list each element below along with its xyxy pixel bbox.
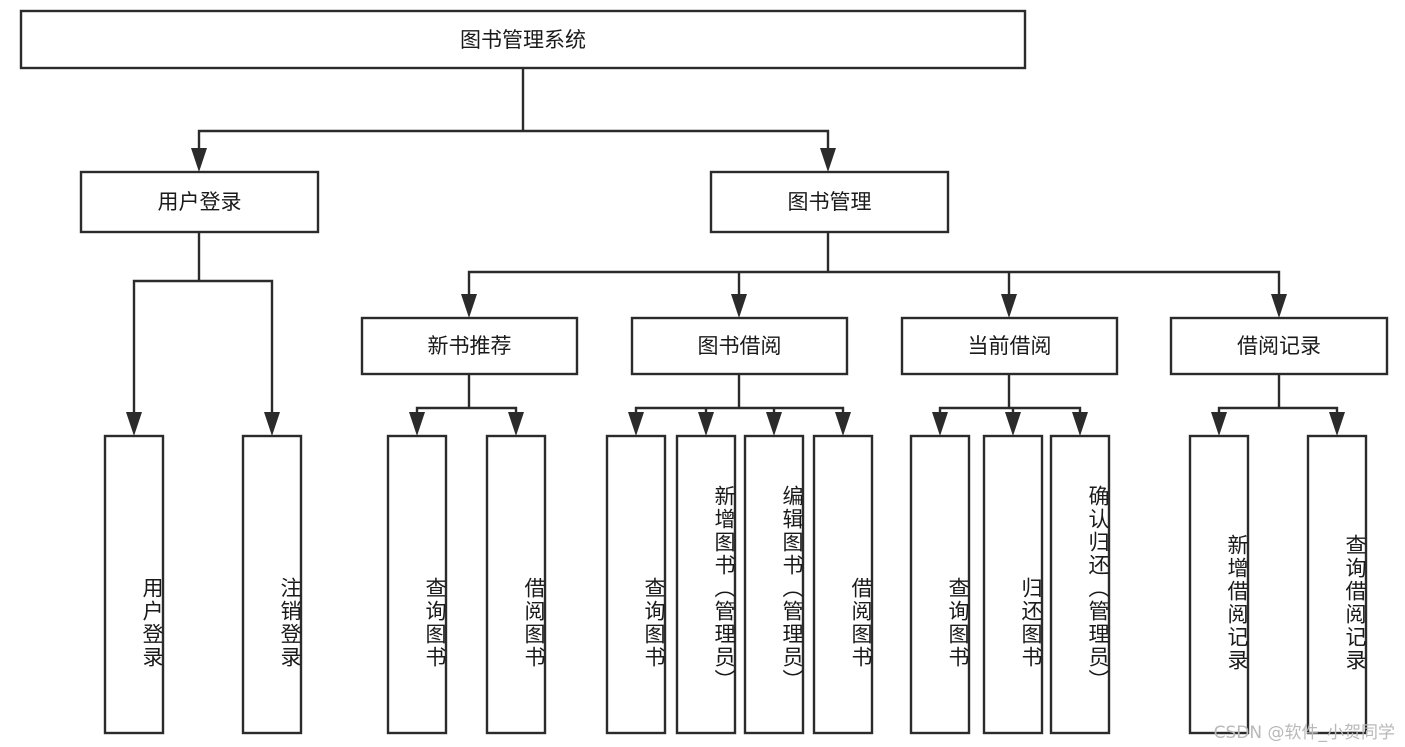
node-book-borrow[interactable]: 图书借阅 bbox=[630, 316, 849, 376]
arrow-head-current-borrow bbox=[1001, 294, 1017, 318]
connector-root-to-level2 bbox=[197, 66, 830, 152]
arrow-head-leaf-user-logout bbox=[264, 412, 280, 436]
node-leaf-confirm-return-box[interactable] bbox=[1049, 434, 1111, 735]
arrow-head-leaf-user-login bbox=[126, 412, 142, 436]
node-new-book-recommend[interactable]: 新书推荐 bbox=[360, 316, 579, 376]
node-leaf-query-book-2-box[interactable] bbox=[605, 434, 667, 735]
connector-newbook-to-leaves bbox=[415, 372, 518, 416]
node-leaf-query-book-3-box[interactable] bbox=[909, 434, 971, 735]
arrow-head-leaf-confirm-return bbox=[1072, 412, 1088, 436]
arrow-head-book-borrow bbox=[731, 294, 747, 318]
connector-currentborrow-to-leaves bbox=[938, 372, 1082, 416]
arrow-head-leaf-add-book bbox=[698, 412, 714, 436]
node-new-book-recommend-label: 新书推荐 bbox=[428, 334, 512, 358]
node-current-borrow-label: 当前借阅 bbox=[968, 334, 1052, 358]
connector-userlogin-to-leaves bbox=[132, 230, 274, 416]
node-leaf-add-book-box[interactable] bbox=[675, 434, 737, 735]
node-user-login-label: 用户登录 bbox=[158, 190, 242, 214]
node-user-login[interactable]: 用户登录 bbox=[79, 170, 320, 234]
arrow-head-leaf-query-book-1 bbox=[409, 412, 425, 436]
node-book-borrow-label: 图书借阅 bbox=[698, 334, 782, 358]
node-root-box[interactable] bbox=[19, 9, 1027, 70]
node-borrow-record-label: 借阅记录 bbox=[1237, 334, 1321, 358]
node-book-manage-box[interactable] bbox=[709, 170, 950, 234]
arrow-head-user-login bbox=[191, 148, 207, 172]
arrow-head-leaf-edit-book bbox=[766, 412, 782, 436]
node-leaf-query-record-box[interactable] bbox=[1306, 434, 1368, 735]
connector-borrowrecord-to-leaves bbox=[1217, 372, 1339, 416]
node-root[interactable]: 图书管理系统 bbox=[19, 9, 1027, 70]
arrow-head-leaf-query-book-2 bbox=[628, 412, 644, 436]
node-leaf-add-record-box[interactable] bbox=[1188, 434, 1250, 735]
node-book-manage-label: 图书管理 bbox=[788, 190, 872, 214]
node-borrow-record-box[interactable] bbox=[1169, 316, 1389, 376]
arrow-head-leaf-return-book bbox=[1005, 412, 1021, 436]
node-new-book-recommend-box[interactable] bbox=[360, 316, 579, 376]
node-leaf-edit-book-box[interactable] bbox=[743, 434, 805, 735]
node-user-login-box[interactable] bbox=[79, 170, 320, 234]
node-leaf-borrow-book-1-box[interactable] bbox=[485, 434, 547, 735]
arrow-head-leaf-add-record bbox=[1211, 412, 1227, 436]
node-current-borrow-box[interactable] bbox=[900, 316, 1119, 376]
node-leaf-query-book-1-box[interactable] bbox=[386, 434, 448, 735]
arrow-head-leaf-borrow-book-1 bbox=[508, 412, 524, 436]
arrow-head-leaf-borrow-book-2 bbox=[835, 412, 851, 436]
node-book-borrow-box[interactable] bbox=[630, 316, 849, 376]
node-root-label: 图书管理系统 bbox=[460, 28, 586, 52]
node-layer: 图书管理系统 用户登录 图书管理 新书推荐 图书借阅 bbox=[19, 9, 1389, 735]
node-leaf-borrow-book-2-box[interactable] bbox=[812, 434, 874, 735]
connector-bookborrow-to-leaves bbox=[634, 372, 845, 416]
arrow-head-new-book-recommend bbox=[461, 294, 477, 318]
arrow-head-borrow-record bbox=[1271, 294, 1287, 318]
node-leaf-user-logout-box[interactable] bbox=[241, 434, 303, 735]
node-book-manage[interactable]: 图书管理 bbox=[709, 170, 950, 234]
node-current-borrow[interactable]: 当前借阅 bbox=[900, 316, 1119, 376]
node-leaf-user-login-box[interactable] bbox=[103, 434, 165, 735]
node-leaf-return-book-box[interactable] bbox=[982, 434, 1044, 735]
arrow-head-book-manage bbox=[820, 148, 836, 172]
csdn-watermark: CSDN @软件_小贺同学 bbox=[1213, 723, 1395, 743]
arrow-head-leaf-query-book-3 bbox=[932, 412, 948, 436]
arrow-head-leaf-query-record bbox=[1329, 412, 1345, 436]
connector-bookmanage-to-level3 bbox=[467, 230, 1281, 298]
node-borrow-record[interactable]: 借阅记录 bbox=[1169, 316, 1389, 376]
connector-layer bbox=[126, 66, 1345, 436]
